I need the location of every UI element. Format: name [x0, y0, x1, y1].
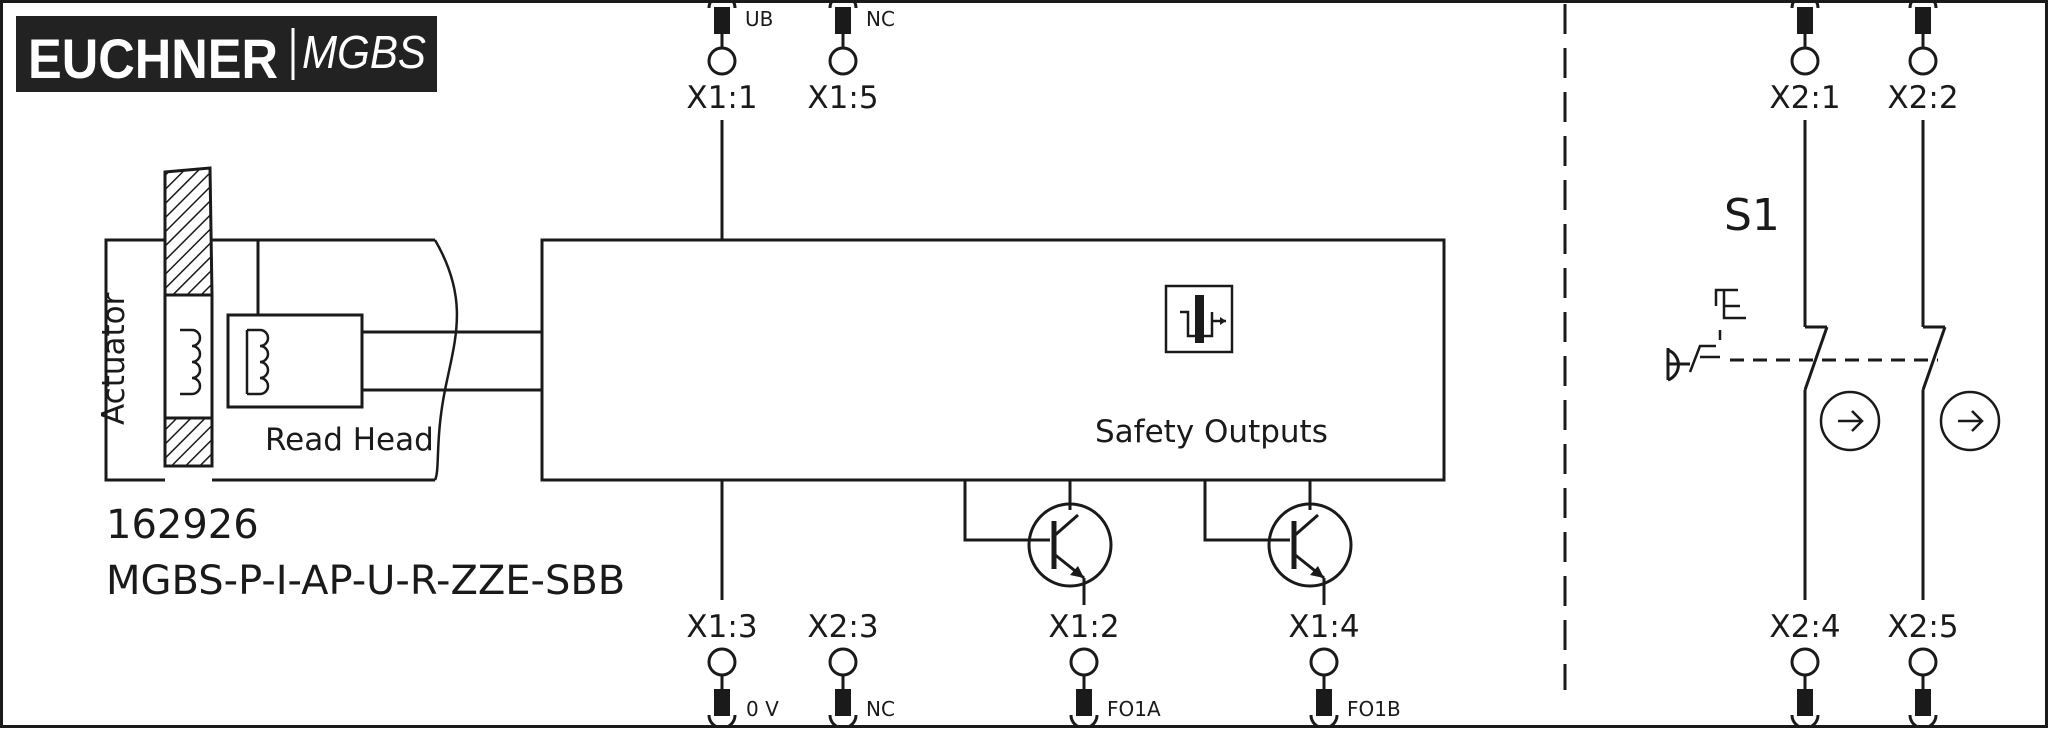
terminal-x1-3: X1:3 0 V	[686, 480, 779, 730]
terminal-x2-3: X2:3 NC	[807, 609, 895, 730]
terminal-x2-4-id: X2:4	[1769, 609, 1840, 645]
terminal-x1-1-signal: UB	[745, 7, 773, 31]
read-head-label: Read Head	[265, 422, 434, 458]
read-head-coil-icon	[247, 328, 270, 396]
model-designation: MGBS-P-I-AP-U-R-ZZE-SBB	[106, 558, 625, 604]
safety-outputs-label: Safety Outputs	[1095, 414, 1328, 450]
terminal-x2-3-id: X2:3	[807, 609, 878, 645]
read-head-box	[226, 313, 364, 409]
terminal-x1-4-id: X1:4	[1288, 609, 1359, 645]
positive-opening-icon-2	[1939, 390, 2001, 452]
terminal-x2-1-id: X2:1	[1769, 80, 1840, 116]
positive-opening-icon-1	[1819, 390, 1881, 452]
terminal-x2-3-signal: NC	[866, 697, 895, 721]
actuator-coil-icon	[180, 328, 202, 396]
safety-output-icon	[1164, 284, 1234, 354]
actuator-hatch-top	[163, 166, 214, 297]
logo-product: MGBS	[302, 26, 426, 78]
emergency-stop-switch: S1 X2:1 X2:2	[1666, 0, 2001, 730]
order-number: 162926	[106, 502, 259, 548]
switch-label: S1	[1724, 190, 1780, 241]
actuator-hatch-bottom	[163, 416, 214, 468]
terminal-x2-2-id: X2:2	[1887, 80, 1958, 116]
transistor-fo1b-icon	[1269, 504, 1351, 586]
euchner-logo: EUCHNER MGBS	[16, 16, 437, 92]
terminal-x1-2-signal: FO1A	[1107, 697, 1161, 721]
terminal-x1-1: UB X1:1	[686, 0, 773, 240]
logo-brand: EUCHNER	[28, 27, 278, 90]
transistor-fo1a-icon	[1029, 504, 1111, 586]
cable-break-line	[433, 239, 459, 481]
terminal-x1-4-signal: FO1B	[1347, 697, 1401, 721]
actuator-assembly: Actuator Read Head	[96, 166, 542, 482]
terminal-x1-4: X1:4 FO1B	[1288, 609, 1401, 730]
terminal-x1-5-signal: NC	[866, 7, 895, 31]
main-electronics-box: Safety Outputs	[540, 238, 1446, 482]
terminal-x1-5-id: X1:5	[807, 80, 878, 116]
terminal-x1-3-signal: 0 V	[746, 697, 779, 721]
terminal-x1-3-id: X1:3	[686, 609, 757, 645]
terminal-x1-5: NC X1:5	[807, 0, 895, 116]
output-transistors	[963, 480, 1351, 605]
terminal-x1-2-id: X1:2	[1048, 609, 1119, 645]
latching-detent-icon	[1714, 288, 1746, 340]
terminal-x1-1-id: X1:1	[686, 80, 757, 116]
terminal-x1-2: X1:2 FO1A	[1048, 609, 1161, 730]
actuator-label: Actuator	[96, 292, 132, 425]
terminal-x2-5-id: X2:5	[1887, 609, 1958, 645]
